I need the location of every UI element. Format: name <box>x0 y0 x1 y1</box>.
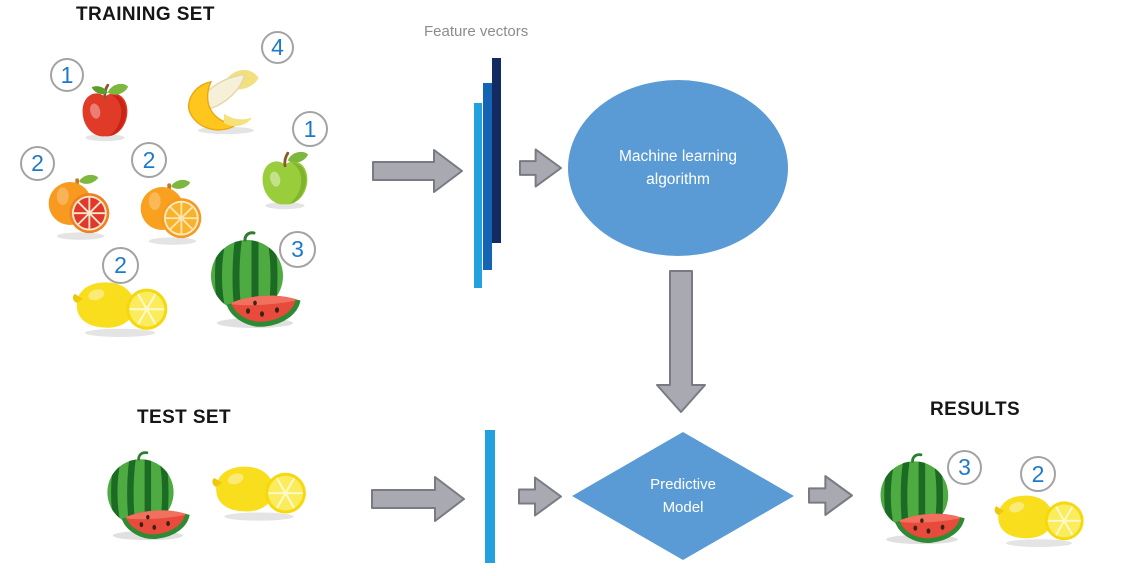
training-set-title: TRAINING SET <box>76 4 215 25</box>
test-lemon-icon <box>208 452 310 522</box>
test-watermelon-icon <box>99 450 193 542</box>
badge-orange-count: 2 <box>142 146 156 173</box>
test-set-title: TEST SET <box>137 407 231 428</box>
feature-vectors-label: Feature vectors <box>424 23 529 40</box>
results-title: RESULTS <box>930 399 1021 420</box>
arrow-feature-to-model-icon <box>518 476 562 517</box>
badge-result-lemon-count: 2 <box>1031 460 1045 487</box>
predictive-model-label: Predictive Model <box>650 475 716 516</box>
badge-result-watermelon-count: 3 <box>958 454 971 480</box>
banana-icon <box>176 52 272 136</box>
badge-grapefruit: 2 <box>20 146 55 181</box>
badge-lemon: 2 <box>102 247 139 284</box>
arrow-algorithm-to-model-icon <box>656 270 706 413</box>
test-feature-bar-cyan <box>485 430 495 563</box>
orange-icon <box>134 172 208 248</box>
badge-lemon-count: 2 <box>114 252 127 278</box>
algorithm-node: Machine learning algorithm <box>568 80 788 256</box>
badge-green-apple: 1 <box>292 111 328 147</box>
arrow-training-to-features-icon <box>372 149 463 193</box>
algorithm-label: Machine learning algorithm <box>618 147 738 188</box>
badge-green-apple-count: 1 <box>303 115 317 142</box>
badge-banana: 4 <box>261 31 294 64</box>
arrow-test-to-feature-icon <box>371 476 465 522</box>
badge-orange: 2 <box>131 142 167 178</box>
badge-grapefruit-count: 2 <box>31 150 44 176</box>
arrow-features-to-algorithm-icon <box>519 148 563 188</box>
predictive-model-node <box>572 432 794 560</box>
badge-result-watermelon: 3 <box>947 450 982 485</box>
grapefruit-icon <box>42 168 116 242</box>
badge-result-lemon: 2 <box>1020 456 1056 492</box>
badge-red-apple: 1 <box>50 58 84 92</box>
badge-watermelon-count: 3 <box>291 236 304 262</box>
badge-banana-count: 4 <box>271 34 284 60</box>
feature-bar-cyan <box>474 103 482 288</box>
feature-bar-navy <box>492 58 501 243</box>
badge-watermelon: 3 <box>279 231 316 268</box>
green-apple-icon <box>250 140 320 214</box>
badge-red-apple-count: 1 <box>60 61 74 88</box>
arrow-model-to-results-icon <box>808 475 853 516</box>
feature-bar-blue <box>483 83 492 270</box>
